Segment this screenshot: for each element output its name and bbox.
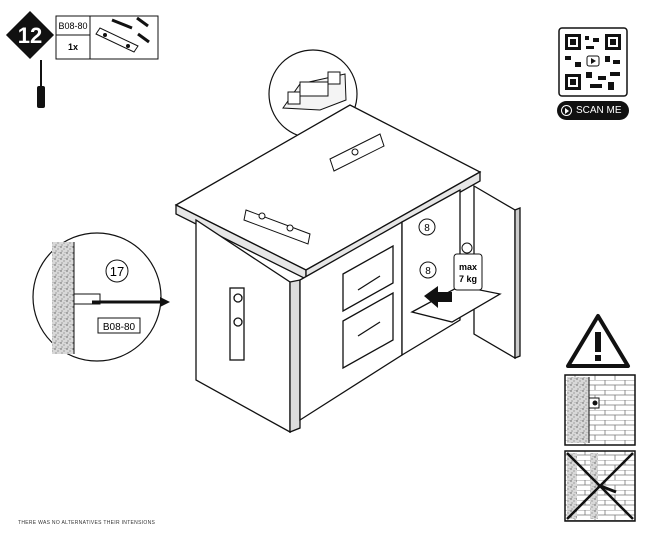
wall-anchor-wrong-icon [564, 450, 636, 522]
qr-code-icon [558, 27, 628, 97]
weight-value-label: 7 kg [459, 274, 477, 284]
scan-me-button[interactable]: SCAN ME [557, 101, 629, 120]
weight-max-label: max [459, 262, 477, 272]
detail-number: 17 [110, 264, 124, 279]
spirit-level-icon [243, 133, 385, 245]
load-arrow-icon [424, 286, 452, 308]
shelf-load-callout: 8 8 max 7 kg [418, 218, 483, 308]
shelf-left-number: 8 [424, 223, 430, 234]
weight-icon [453, 242, 483, 291]
footer-text: THERE WAS NO ALTERNATIVES THEIR INTENSIO… [18, 520, 156, 526]
bracket-screws-icon [95, 16, 150, 53]
part-quantity: 1x [68, 42, 78, 52]
step-badge: 12 [5, 10, 55, 60]
detail-part-code: B08-80 [103, 322, 136, 333]
scan-me-label: SCAN ME [576, 105, 622, 116]
warning-icon [566, 314, 630, 368]
desk-cabinet [174, 104, 521, 434]
play-icon [561, 105, 572, 116]
screwdriver-icon [37, 60, 45, 108]
parts-box: B08-80 1x [55, 15, 159, 60]
shelf-right-number: 8 [425, 266, 431, 277]
step-number: 12 [18, 23, 42, 48]
part-code: B08-80 [58, 21, 87, 31]
wall-detail-magnifier: 17 B08-80 [32, 232, 170, 362]
wall-anchor-ok-icon [564, 374, 636, 446]
